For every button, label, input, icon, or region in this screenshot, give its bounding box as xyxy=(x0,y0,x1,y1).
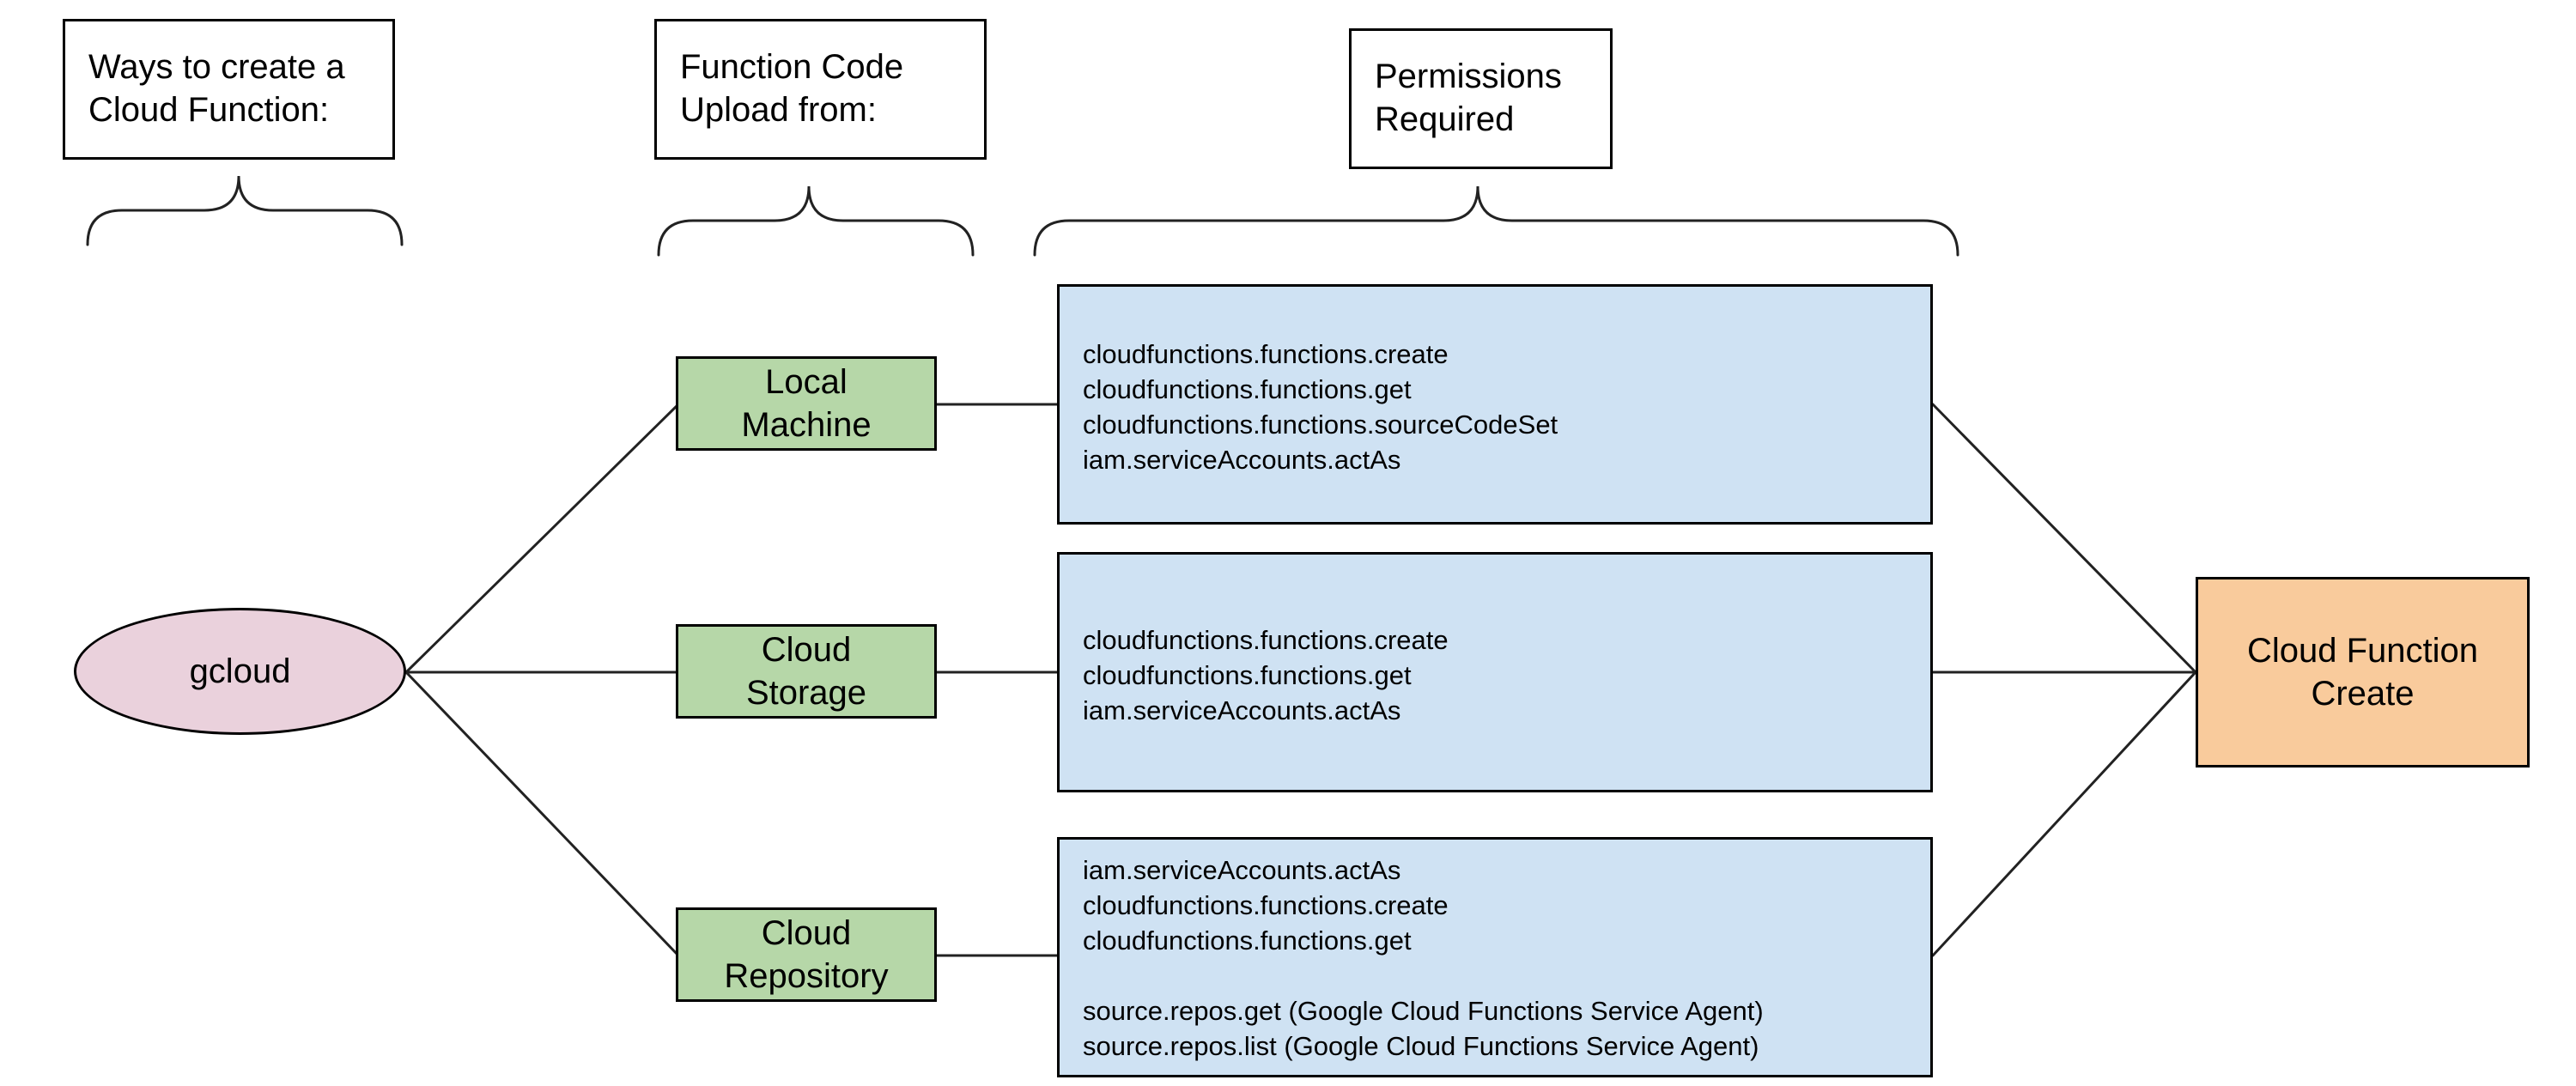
permissions-list-repository: iam.serviceAccounts.actAs cloudfunctions… xyxy=(1083,852,1930,1064)
permission-item: iam.serviceAccounts.actAs xyxy=(1083,855,1401,885)
permission-item: cloudfunctions.functions.create xyxy=(1083,339,1449,369)
permissions-box-local: cloudfunctions.functions.create cloudfun… xyxy=(1057,284,1933,525)
cloud-function-create-node: Cloud Function Create xyxy=(2196,577,2530,767)
permission-item: cloudfunctions.functions.get xyxy=(1083,660,1412,690)
upload-storage-line-1: Cloud xyxy=(761,631,852,669)
permission-item: cloudfunctions.functions.sourceCodeSet xyxy=(1083,410,1558,440)
header-ways-line-2: Cloud Function: xyxy=(88,91,330,129)
permission-item: cloudfunctions.functions.create xyxy=(1083,890,1449,920)
target-line-2: Create xyxy=(2311,675,2415,713)
upload-storage-line-2: Storage xyxy=(745,674,867,712)
permissions-list-storage: cloudfunctions.functions.create cloudfun… xyxy=(1083,622,1930,728)
upload-local-line-2: Machine xyxy=(741,406,872,444)
permission-item: iam.serviceAccounts.actAs xyxy=(1083,695,1401,725)
header-upload-line-2: Upload from: xyxy=(680,91,877,129)
permissions-list-local: cloudfunctions.functions.create cloudfun… xyxy=(1083,337,1930,477)
connector-gcloud-local xyxy=(404,403,680,674)
brace-upload xyxy=(657,185,975,257)
upload-local-line-1: Local xyxy=(765,363,848,401)
header-ways-line-1: Ways to create a xyxy=(88,48,345,86)
upload-cloud-storage: Cloud Storage xyxy=(676,624,937,719)
upload-repository-line-2: Repository xyxy=(724,957,889,995)
connector-permissions1-target xyxy=(1931,403,2197,674)
gcloud-node: gcloud xyxy=(74,608,406,735)
header-permissions-required: Permissions Required xyxy=(1349,28,1613,169)
permission-item: cloudfunctions.functions.get xyxy=(1083,374,1412,404)
permission-item: source.repos.list (Google Cloud Function… xyxy=(1083,1031,1759,1061)
target-line-1: Cloud Function xyxy=(2246,632,2479,670)
gcloud-label: gcloud xyxy=(189,652,291,690)
header-upload-from: Function Code Upload from: xyxy=(654,19,987,160)
header-permissions-line-2: Required xyxy=(1375,100,1515,138)
header-upload-line-1: Function Code xyxy=(680,48,904,86)
upload-local-machine: Local Machine xyxy=(676,356,937,451)
header-ways-to-create: Ways to create a Cloud Function: xyxy=(63,19,395,160)
upload-repository-line-1: Cloud xyxy=(761,914,852,952)
permissions-box-repository: iam.serviceAccounts.actAs cloudfunctions… xyxy=(1057,837,1933,1077)
permissions-box-storage: cloudfunctions.functions.create cloudfun… xyxy=(1057,552,1933,792)
connector-gcloud-repository xyxy=(404,670,680,957)
permission-item: cloudfunctions.functions.create xyxy=(1083,625,1449,655)
permission-item: cloudfunctions.functions.get xyxy=(1083,925,1412,956)
header-permissions-line-1: Permissions xyxy=(1375,58,1562,95)
upload-cloud-repository: Cloud Repository xyxy=(676,907,937,1002)
brace-ways xyxy=(86,175,404,246)
brace-permissions xyxy=(1033,185,1959,257)
permission-item: source.repos.get (Google Cloud Functions… xyxy=(1083,996,1764,1026)
permission-item: iam.serviceAccounts.actAs xyxy=(1083,445,1401,475)
connector-permissions3-target xyxy=(1931,670,2197,957)
